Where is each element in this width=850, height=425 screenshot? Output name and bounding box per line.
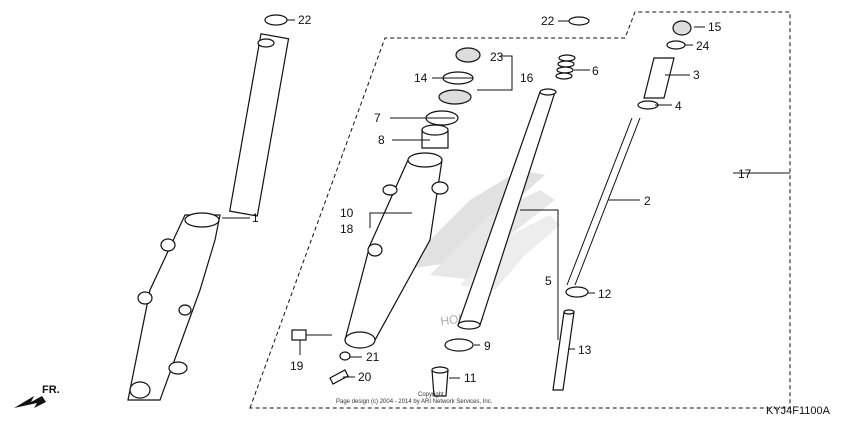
small-spring (555, 54, 576, 80)
callout-6: 6 (592, 64, 599, 78)
callout-4: 4 (675, 99, 682, 113)
callout-8: 8 (378, 133, 385, 147)
callout-3: 3 (693, 68, 700, 82)
callout-19: 19 (290, 359, 304, 373)
callout-2: 2 (644, 194, 651, 208)
seal-stack (421, 47, 481, 149)
bolts (291, 329, 351, 385)
callout-22b: 22 (541, 14, 555, 28)
callout-16: 16 (520, 71, 534, 85)
callout-13: 13 (578, 343, 592, 357)
callout-24: 24 (696, 39, 710, 53)
callout-labels: 22 1 2 3 4 5 6 7 8 9 10 18 11 12 13 14 1… (252, 13, 752, 385)
callout-18: 18 (340, 222, 354, 236)
inner-fork-tube (457, 88, 557, 330)
callout-17: 17 (738, 167, 752, 181)
callout-11: 11 (464, 371, 477, 385)
direction-label: FR. (42, 384, 60, 396)
diagram-code: KYJ4F1100A (766, 405, 831, 417)
right-parts (552, 20, 692, 391)
callout-7: 7 (374, 111, 381, 125)
front-arrow-icon: FR. (14, 384, 60, 408)
callout-22: 22 (298, 13, 312, 27)
callout-5: 5 (545, 274, 552, 288)
callout-20: 20 (358, 370, 372, 384)
oil-lock-piece (444, 338, 474, 352)
callout-1: 1 (252, 211, 259, 225)
callout-10: 10 (340, 206, 354, 220)
callout-15: 15 (708, 20, 722, 34)
ring-22-right (568, 16, 590, 26)
copyright-line1: Copyright (418, 392, 444, 398)
callout-9: 9 (484, 339, 491, 353)
copyright-line2: Page design (c) 2004 - 2014 by ARI Netwo… (336, 399, 493, 405)
left-fork-assembly (127, 14, 290, 401)
callout-21: 21 (366, 350, 380, 364)
callout-12: 12 (598, 287, 612, 301)
callout-23: 23 (490, 50, 504, 64)
leader-lines (222, 19, 790, 379)
right-fork-slider (344, 152, 449, 349)
assembly-outline (249, 11, 791, 409)
callout-14: 14 (414, 71, 428, 85)
